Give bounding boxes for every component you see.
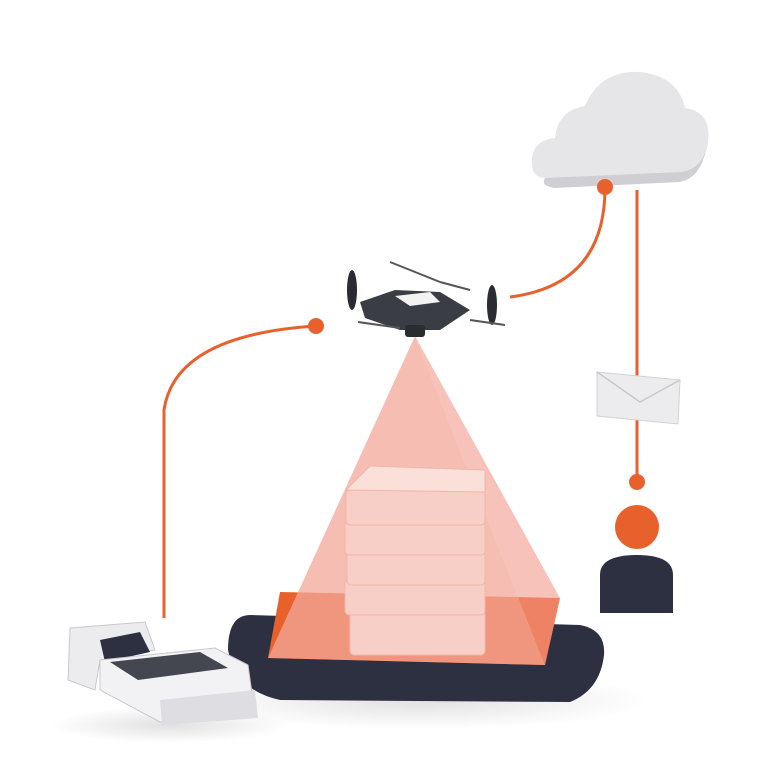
cloud-icon <box>531 71 709 188</box>
node-dot <box>629 474 645 490</box>
cloud-drone-line <box>509 187 607 299</box>
docking-station-icon <box>67 621 258 725</box>
envelope-icon <box>596 371 681 425</box>
person-icon <box>600 505 673 613</box>
node-dot <box>597 179 613 195</box>
box-stack-icon <box>344 465 486 656</box>
node-dot <box>308 318 324 334</box>
drone-icon <box>347 261 506 337</box>
drone-dock-line <box>162 324 317 618</box>
connection-lines <box>162 187 639 618</box>
